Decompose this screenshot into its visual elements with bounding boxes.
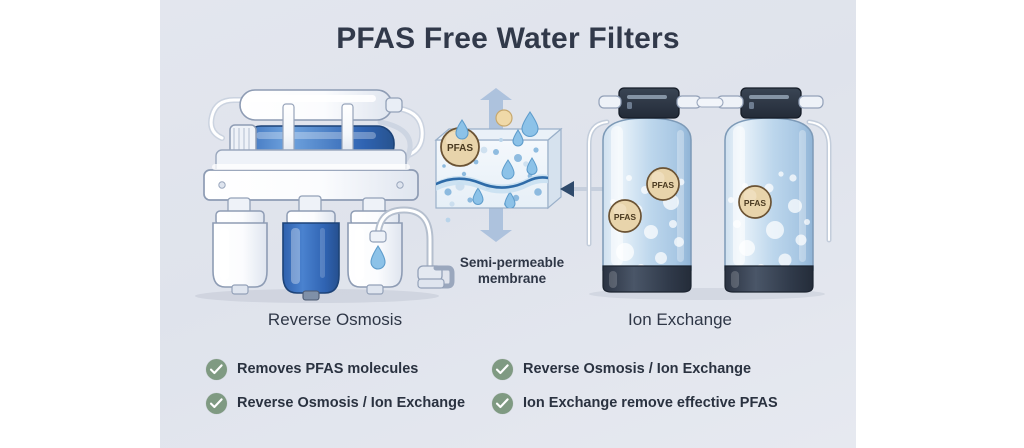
list-item: Reverse Osmosis / Ion Exchange bbox=[492, 358, 846, 380]
membrane-label-line1: Semi-permeable bbox=[459, 255, 565, 270]
list-item-label: Reverse Osmosis / Ion Exchange bbox=[237, 395, 466, 411]
ion-exchange-tanks: PFAS PFAS bbox=[585, 82, 832, 307]
semi-permeable-membrane-illustration: PFAS bbox=[418, 88, 608, 253]
svg-text:PFAS: PFAS bbox=[652, 180, 675, 190]
check-icon bbox=[206, 392, 227, 414]
svg-text:PFAS: PFAS bbox=[447, 143, 473, 154]
page-title: PFAS Free Water Filters bbox=[336, 22, 680, 55]
list-item: Removes PFAS molecules bbox=[206, 358, 492, 380]
list-item-label: Removes PFAS molecules bbox=[237, 361, 419, 377]
list-item: Reverse Osmosis / Ion Exchange bbox=[206, 392, 492, 414]
check-icon bbox=[492, 392, 513, 414]
svg-text:PFAS: PFAS bbox=[744, 198, 767, 208]
list-item: Ion Exchange remove effective PFAS bbox=[492, 392, 846, 414]
infographic-panel: PFAS Free Water Filters bbox=[160, 0, 856, 448]
check-icon bbox=[492, 358, 513, 380]
membrane-label-line2: membrane bbox=[477, 271, 547, 286]
membrane-label: Semi-permeable membrane bbox=[422, 255, 602, 287]
caption-ion-exchange: Ion Exchange bbox=[628, 310, 732, 329]
list-item-label: Reverse Osmosis / Ion Exchange bbox=[523, 361, 752, 377]
feature-list: Removes PFAS molecules Reverse Osmosis /… bbox=[206, 352, 846, 420]
list-item-label: Ion Exchange remove effective PFAS bbox=[523, 395, 778, 411]
caption-reverse-osmosis: Reverse Osmosis bbox=[267, 310, 403, 329]
pfas-badge: PFAS bbox=[608, 199, 642, 233]
reverse-osmosis-unit bbox=[182, 78, 455, 308]
svg-text:PFAS: PFAS bbox=[614, 212, 637, 222]
pfas-badge: PFAS bbox=[646, 167, 680, 201]
pfas-badge: PFAS bbox=[738, 185, 772, 219]
check-icon bbox=[206, 358, 227, 380]
